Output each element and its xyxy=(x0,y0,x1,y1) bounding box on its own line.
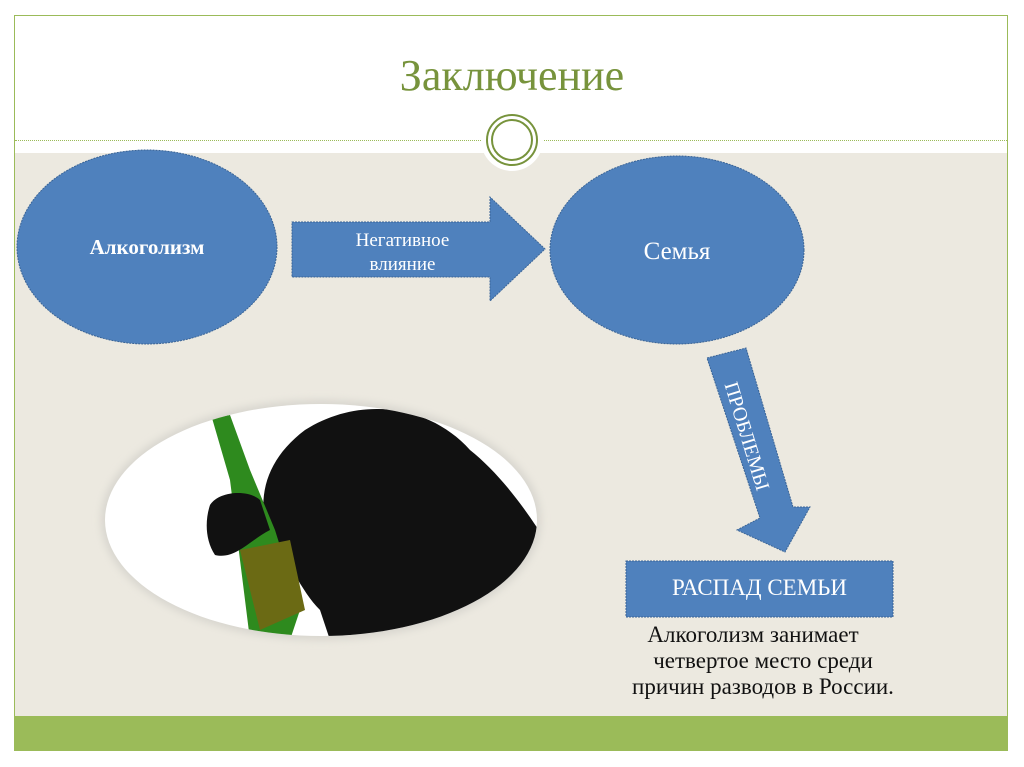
slide-title: Заключение xyxy=(399,51,625,100)
photo-silhouette xyxy=(101,400,541,640)
node-family-shape xyxy=(549,155,805,345)
node-alcoholism-label: Алкоголизм xyxy=(89,235,205,259)
footer-bar xyxy=(15,716,1007,751)
arrow-right-label: Негативное влияние xyxy=(300,229,505,277)
node-family-label: Семья xyxy=(643,238,711,265)
arrow-right-label-line1: Негативное xyxy=(355,230,450,251)
result-box-shape xyxy=(625,560,894,618)
arrow-right-shape xyxy=(291,195,546,303)
arrow-down-shape xyxy=(706,347,811,553)
arrow-right-label-line2: влияние xyxy=(369,254,436,275)
divider-ornament-icon xyxy=(481,109,543,171)
result-box-label: РАСПАД СЕМЬИ xyxy=(672,575,847,600)
node-alcoholism-shape xyxy=(16,149,278,345)
note-line-2: четвертое место среди xyxy=(653,648,873,673)
note-line-1: Алкоголизм занимает xyxy=(647,622,859,647)
note-line-3: причин разводов в России. xyxy=(632,674,894,699)
note-text: Алкоголизм занимает четвертое место сред… xyxy=(598,622,928,700)
